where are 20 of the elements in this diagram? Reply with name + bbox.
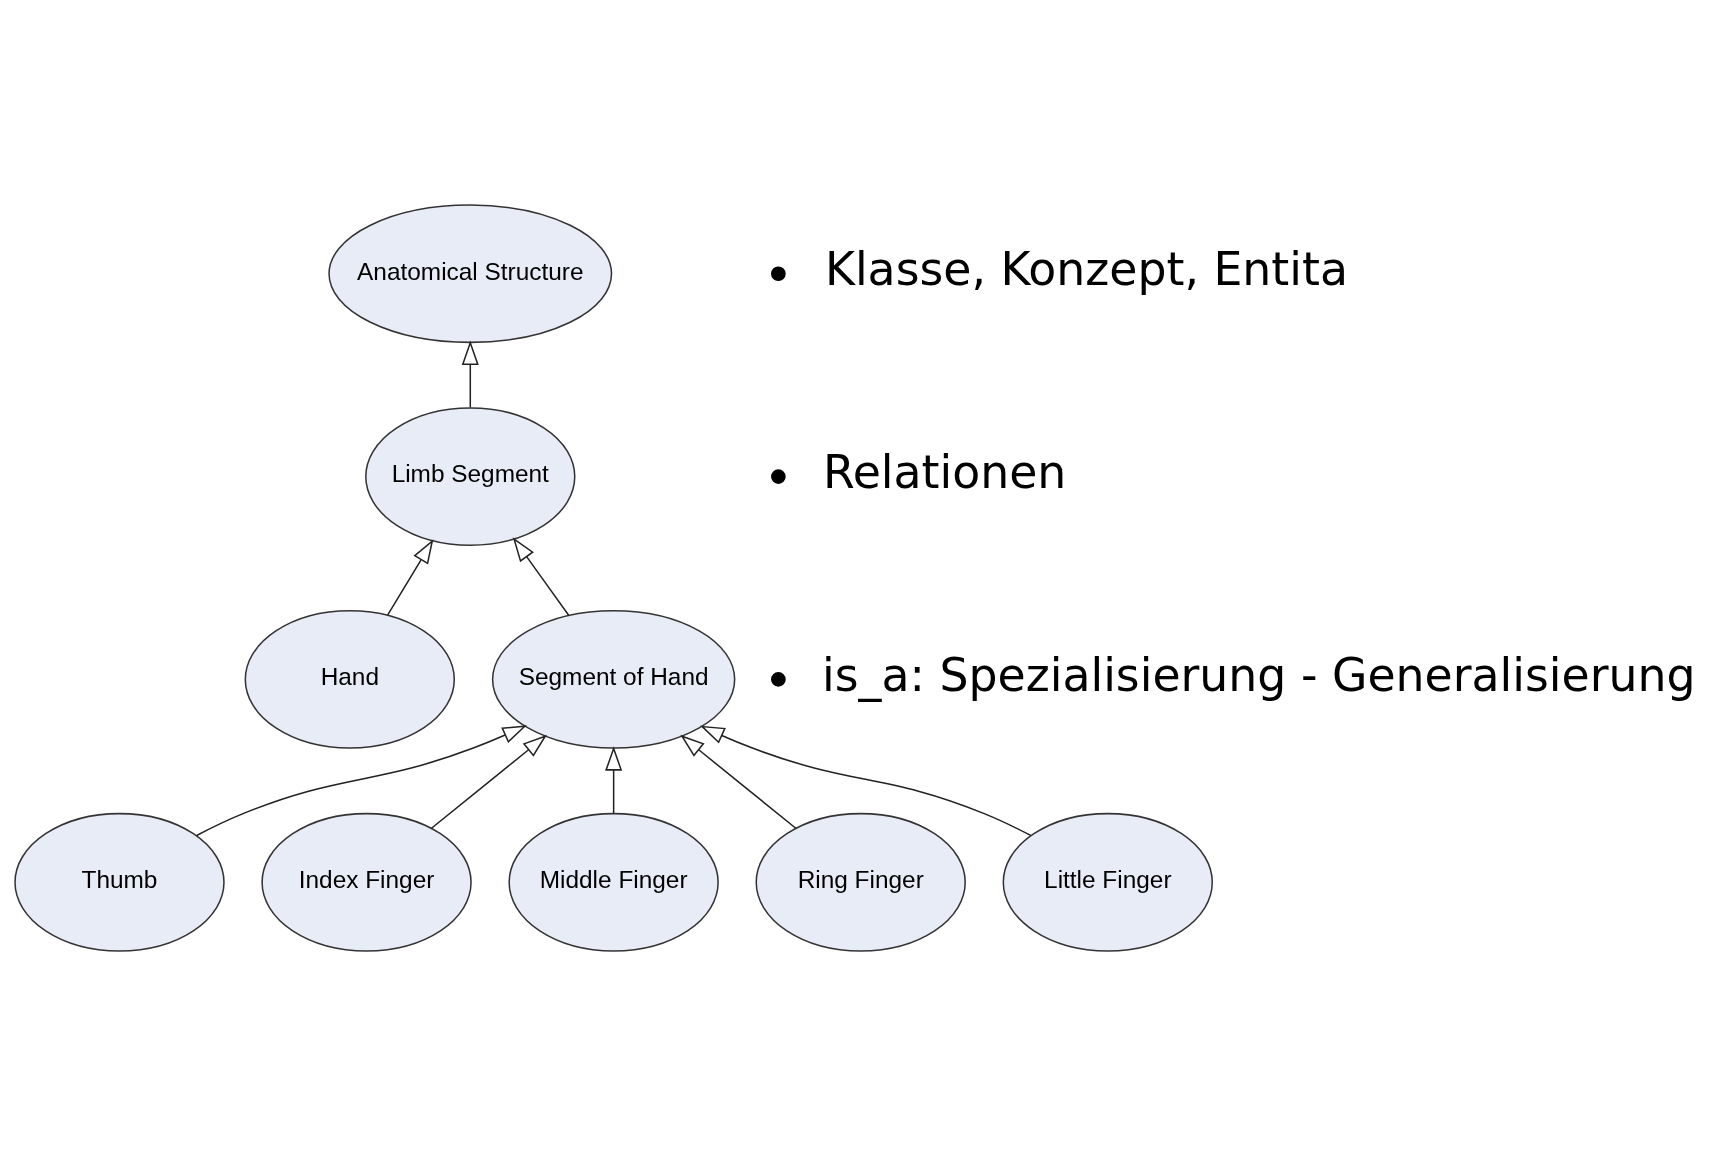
- node-ellipse: Segment of Hand: [491, 609, 736, 749]
- node-ellipse: Limb Segment: [365, 406, 576, 546]
- node-ellipse: Little Finger: [1002, 812, 1214, 952]
- node-ellipse: Index Finger: [261, 812, 472, 952]
- label: is_a: Spezialisierung - Generalisierung: [822, 648, 1696, 702]
- node-ellipse: Ring Finger: [755, 812, 966, 952]
- node-ellipse: Thumb: [14, 812, 225, 952]
- arrow: [680, 734, 797, 829]
- arrow: [461, 340, 479, 408]
- node-ellipse: Middle Finger: [508, 812, 719, 952]
- label: Relationen: [822, 445, 1067, 499]
- arrow: [512, 536, 570, 616]
- node-ellipse: Hand: [244, 609, 456, 749]
- arrow: [386, 538, 434, 616]
- label: Klasse, Konzept, Entita: [824, 242, 1348, 296]
- arrow: [430, 734, 548, 829]
- arrow: [605, 745, 623, 814]
- node-ellipse: Anatomical Structure: [328, 203, 613, 343]
- arrow: [700, 725, 1032, 836]
- arrow: [195, 724, 527, 836]
